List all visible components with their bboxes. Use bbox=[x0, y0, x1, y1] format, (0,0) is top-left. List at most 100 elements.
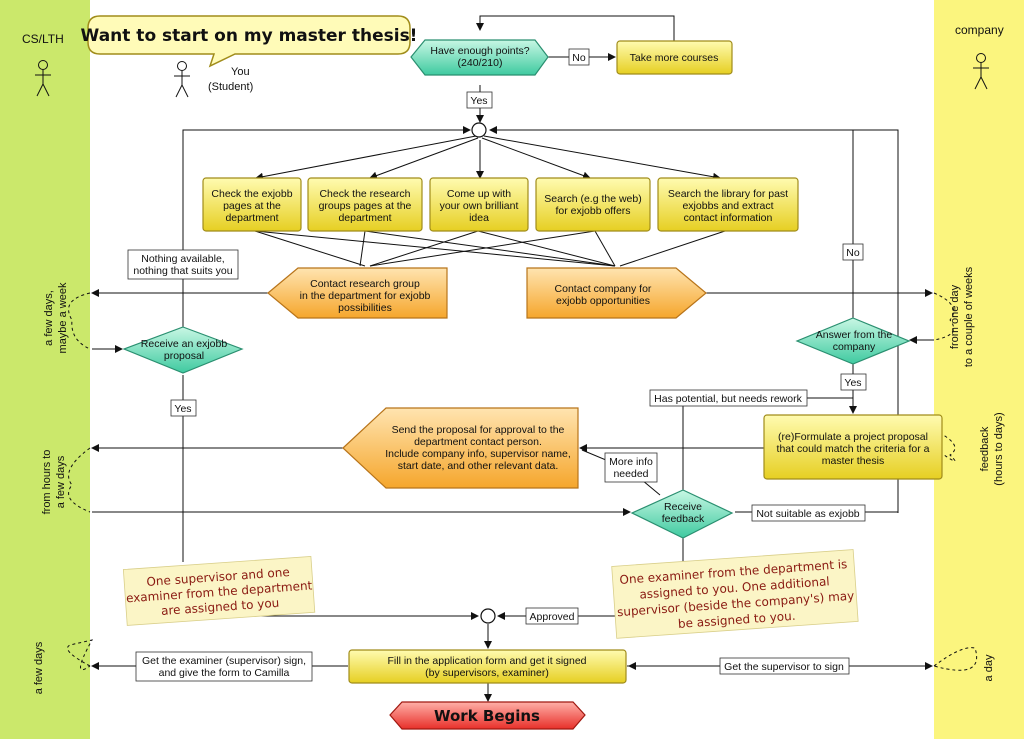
duration-line: a few days bbox=[33, 641, 45, 694]
decision-line: Receive an exjobb bbox=[141, 338, 228, 350]
send-proposal-shape: Send the proposal for approval to the de… bbox=[342, 407, 579, 489]
option-line: Search (e.g the web) bbox=[544, 193, 641, 205]
label-no-top: No bbox=[568, 48, 590, 66]
duration-line: from one day bbox=[949, 284, 961, 349]
edge-label-text: Yes bbox=[844, 377, 861, 389]
duration-right-1: from one day to a couple of weeks bbox=[949, 266, 975, 367]
merge-junction bbox=[480, 608, 496, 624]
send-line: Send the proposal for approval to the bbox=[392, 424, 565, 436]
edge-label-text: Get the examiner (supervisor) sign, bbox=[142, 655, 306, 667]
edge-label-text: Nothing available, bbox=[141, 253, 224, 265]
student-label-line1: You bbox=[231, 66, 250, 78]
formulate-line: master thesis bbox=[822, 455, 884, 467]
work-begins-shape: Work Begins bbox=[389, 701, 586, 730]
merge-junction bbox=[471, 122, 487, 138]
option-search-web: Search (e.g the web) for exjobb offers bbox=[535, 177, 651, 232]
option-line: for exjobb offers bbox=[555, 205, 630, 217]
duration-left-3: a few days bbox=[33, 641, 45, 694]
option-check-research: Check the research groups pages at the d… bbox=[307, 177, 423, 232]
decision-line: Receive bbox=[664, 501, 702, 513]
label-examiner-sign: Get the examiner (supervisor) sign, and … bbox=[135, 651, 313, 682]
formulate-line: (re)Formulate a project proposal bbox=[778, 431, 928, 443]
edge-label-text: Yes bbox=[470, 95, 487, 107]
lane-left-label: CS/LTH bbox=[22, 32, 64, 46]
decision-line: proposal bbox=[164, 350, 204, 362]
person-icon bbox=[973, 53, 989, 90]
label-yes-top: Yes bbox=[466, 91, 493, 109]
edge-label-text: No bbox=[572, 52, 586, 64]
edge-label-text: Yes bbox=[174, 403, 191, 415]
option-line: idea bbox=[469, 212, 489, 224]
label-yes-left: Yes bbox=[170, 399, 197, 417]
duration-right-3: a day bbox=[983, 654, 995, 681]
duration-line: maybe a week bbox=[57, 282, 69, 353]
option-line: Search the library for past bbox=[668, 188, 788, 200]
duration-left-1: a few days, maybe a week bbox=[43, 282, 69, 353]
title-bubble: Want to start on my master thesis! bbox=[81, 15, 418, 68]
option-line: pages at the bbox=[223, 200, 281, 212]
fill-form-line: Fill in the application form and get it … bbox=[387, 655, 586, 667]
option-line: contact information bbox=[684, 212, 773, 224]
student-label-line2: (Student) bbox=[208, 81, 253, 93]
lane-company bbox=[934, 0, 1024, 739]
contact-research-group: Contact research group in the department… bbox=[267, 267, 448, 319]
decision-line: company bbox=[833, 341, 876, 353]
send-line: Include company info, supervisor name, bbox=[385, 448, 571, 460]
duration-line: a few days, bbox=[43, 290, 55, 346]
note-right: One examiner from the department is assi… bbox=[611, 549, 859, 639]
option-line: exjobbs and extract bbox=[682, 200, 773, 212]
person-icon bbox=[35, 60, 51, 97]
edge-label-text: More info bbox=[609, 456, 653, 468]
label-no-right: No bbox=[842, 243, 864, 261]
edge-label-text: No bbox=[846, 247, 860, 259]
option-line: your own brilliant bbox=[440, 200, 519, 212]
decision-receive-feedback: Receive feedback bbox=[630, 489, 734, 539]
option-line: Come up with bbox=[447, 188, 511, 200]
lane-cs-lth bbox=[0, 0, 90, 739]
edge-label-text: and give the form to Camilla bbox=[159, 667, 290, 679]
duration-line: to a couple of weeks bbox=[963, 266, 975, 367]
take-more-courses-box: Take more courses bbox=[616, 40, 733, 75]
title-text: Want to start on my master thesis! bbox=[81, 26, 418, 46]
option-line: groups pages at the bbox=[319, 200, 412, 212]
duration-line: from hours to bbox=[41, 450, 53, 515]
decision-receive-proposal: Receive an exjobb proposal bbox=[122, 326, 244, 374]
option-line: Check the exjobb bbox=[211, 188, 292, 200]
contact-line: possibilities bbox=[338, 302, 392, 314]
duration-line: feedback bbox=[979, 426, 991, 471]
enough-points-line1: Have enough points? bbox=[430, 45, 529, 57]
label-more-info: More info needed bbox=[604, 452, 658, 483]
label-yes-right: Yes bbox=[840, 373, 867, 391]
duration-right-2: feedback (hours to days) bbox=[979, 412, 1005, 485]
label-supervisor-sign: Get the supervisor to sign bbox=[719, 657, 850, 675]
send-line: start date, and other relevant data. bbox=[398, 460, 559, 472]
take-more-courses-text: Take more courses bbox=[630, 52, 719, 64]
edge-label-text: nothing that suits you bbox=[133, 265, 232, 277]
option-line: department bbox=[225, 212, 278, 224]
formulate-proposal-box: (re)Formulate a project proposal that co… bbox=[763, 414, 943, 480]
label-approved: Approved bbox=[525, 607, 579, 625]
contact-company: Contact company for exjobb opportunities bbox=[526, 267, 707, 319]
edge-label-text: Has potential, but needs rework bbox=[654, 393, 802, 405]
note-left: One supervisor and one examiner from the… bbox=[122, 556, 316, 626]
enough-points-line2: (240/210) bbox=[458, 57, 503, 69]
contact-line: exjobb opportunities bbox=[556, 295, 650, 307]
edge-label-text: Get the supervisor to sign bbox=[724, 661, 844, 673]
fill-form-box: Fill in the application form and get it … bbox=[348, 649, 627, 684]
contact-line: in the department for exjobb bbox=[300, 290, 431, 302]
option-search-library: Search the library for past exjobbs and … bbox=[657, 177, 799, 232]
edge-label-text: Approved bbox=[530, 611, 575, 623]
option-check-exjobb: Check the exjobb pages at the department bbox=[202, 177, 302, 232]
formulate-line: that could match the criteria for a bbox=[777, 443, 930, 455]
decision-line: Answer from the bbox=[816, 329, 893, 341]
label-not-suitable: Not suitable as exjobb bbox=[751, 504, 866, 522]
duration-left-2: from hours to a few days bbox=[41, 450, 67, 515]
work-begins-text: Work Begins bbox=[434, 707, 540, 725]
decision-answer-company: Answer from the company bbox=[795, 317, 911, 365]
edge-label-text: Not suitable as exjobb bbox=[756, 508, 859, 520]
lane-right-label: company bbox=[955, 23, 1004, 37]
send-line: department contact person. bbox=[414, 436, 542, 448]
duration-line: a day bbox=[983, 654, 995, 681]
contact-line: Contact research group bbox=[310, 278, 420, 290]
